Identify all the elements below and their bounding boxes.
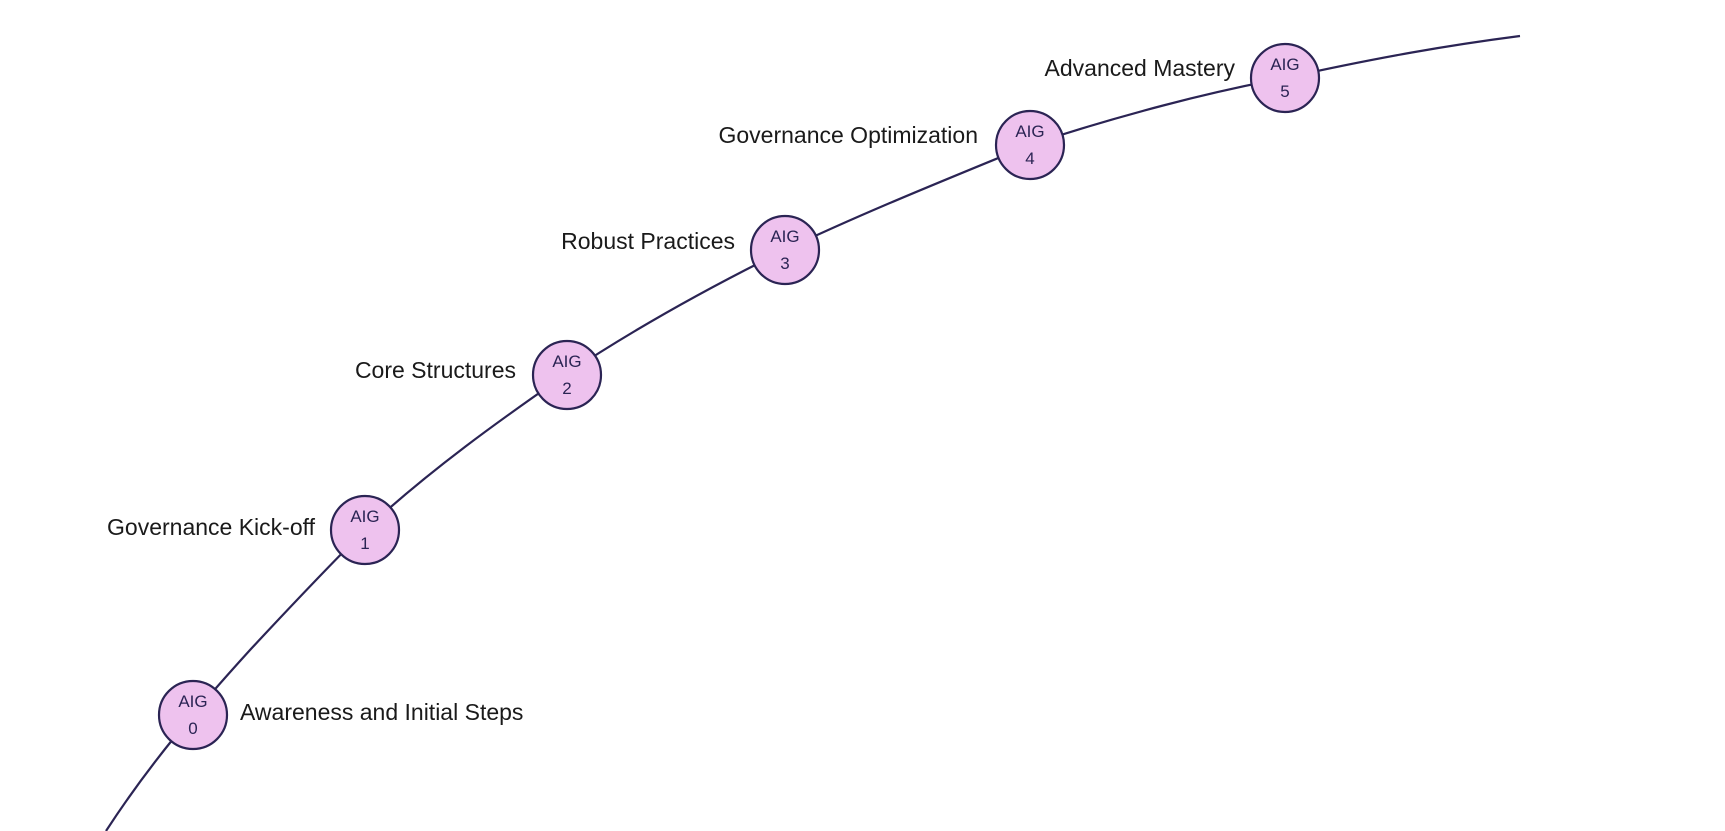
stage-node-level: 3 [780,254,789,273]
stage-node-level: 1 [360,534,369,553]
stage-node-circle [1249,42,1321,114]
stage-label: Core Structures [355,357,516,383]
stage-label: Robust Practices [561,228,735,254]
stage-node-circle [531,339,603,411]
stage-node-aig-1: AIG 1 Governance Kick-off [107,494,401,566]
stage-label: Awareness and Initial Steps [240,699,523,725]
stage-node-level: 0 [188,719,197,738]
stage-node-prefix: AIG [350,507,379,526]
stage-node-aig-3: AIG 3 Robust Practices [561,214,821,286]
stage-node-circle [157,679,229,751]
stage-node-prefix: AIG [1270,55,1299,74]
stage-node-level: 2 [562,379,571,398]
stage-node-aig-5: AIG 5 Advanced Mastery [1045,42,1321,114]
stage-node-circle [329,494,401,566]
stage-node-prefix: AIG [178,692,207,711]
stage-label: Governance Kick-off [107,514,316,540]
stage-node-circle [994,109,1066,181]
stage-node-aig-2: AIG 2 Core Structures [355,339,603,411]
stage-node-circle [749,214,821,286]
stage-node-prefix: AIG [770,227,799,246]
stage-label: Advanced Mastery [1045,55,1236,81]
stage-label: Governance Optimization [718,122,978,148]
stage-node-prefix: AIG [1015,122,1044,141]
stage-node-level: 4 [1025,149,1034,168]
stage-node-level: 5 [1280,82,1289,101]
stage-node-prefix: AIG [552,352,581,371]
stage-node-aig-0: AIG 0 Awareness and Initial Steps [157,679,523,751]
stage-node-aig-4: AIG 4 Governance Optimization [718,109,1066,181]
